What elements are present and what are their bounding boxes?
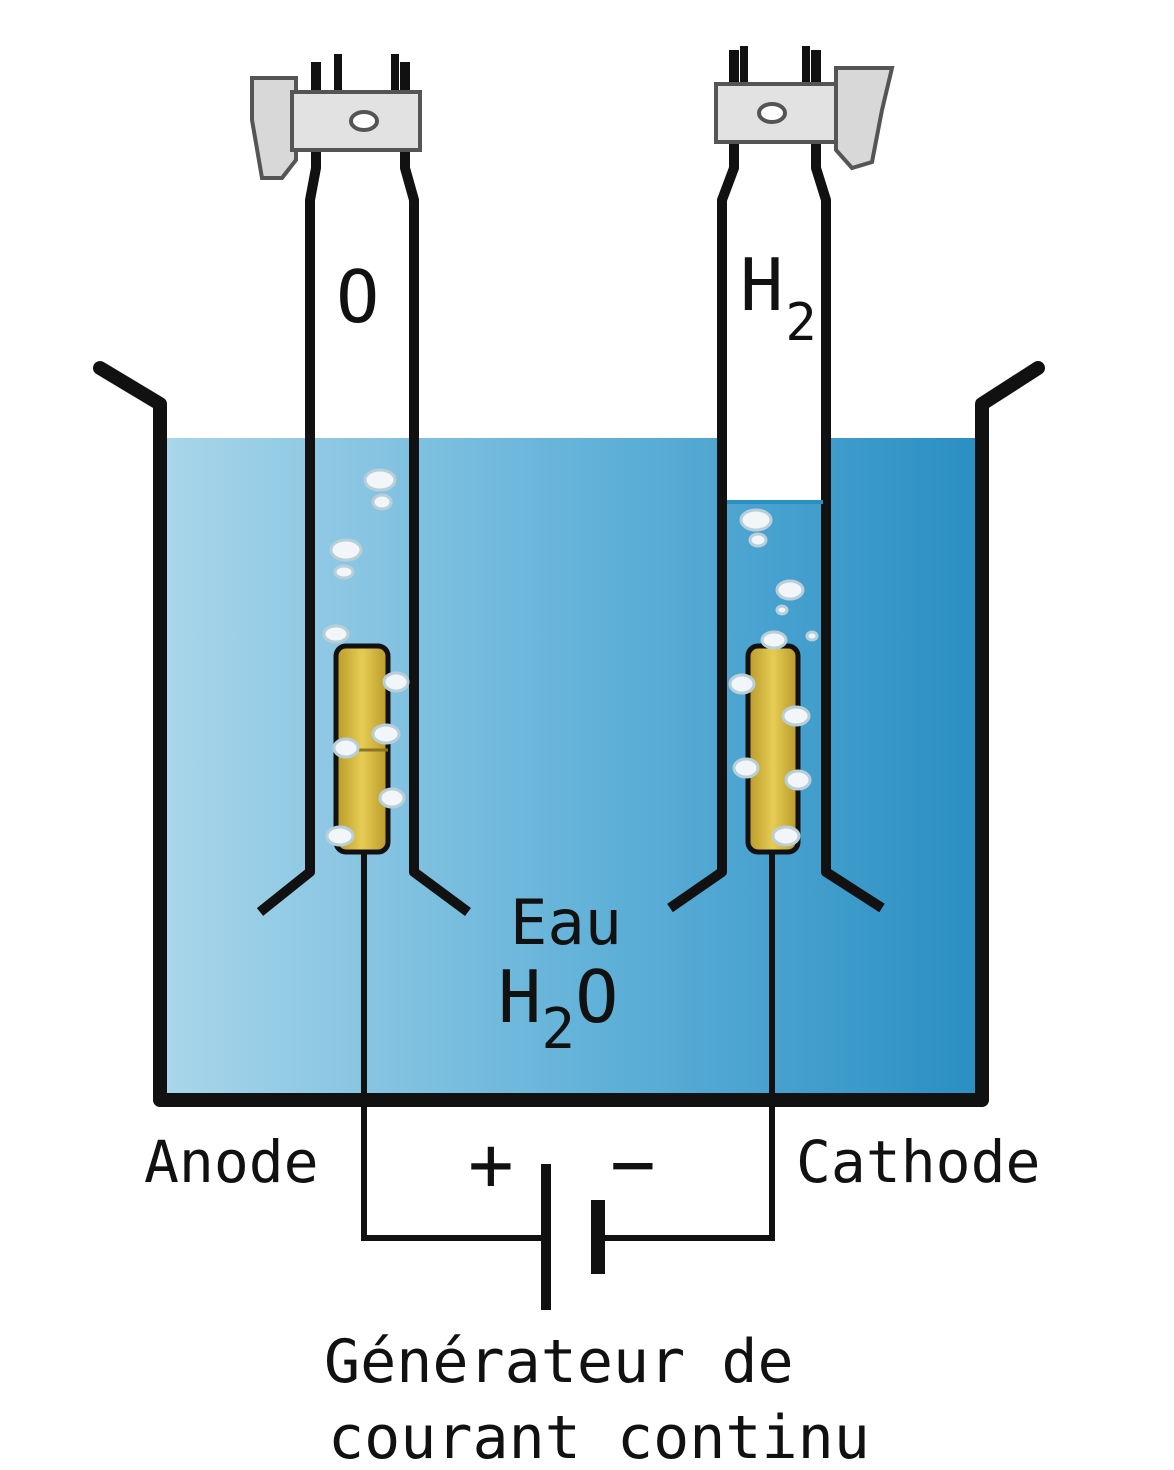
positive-terminal-label: +: [468, 1119, 514, 1208]
water-body: [162, 438, 976, 1098]
water-formula-h: H: [498, 955, 541, 1039]
basin: [93, 361, 1045, 1107]
cathode-gas-label: H2: [740, 243, 817, 353]
cathode-stopcock-icon[interactable]: [714, 66, 895, 171]
water-formula-label: H2O: [498, 955, 618, 1062]
cathode-gas-symbol: H: [740, 243, 783, 327]
water-name-label: Eau: [510, 886, 622, 959]
anode-label: Anode: [144, 1128, 319, 1196]
cathode-gas-space: [727, 438, 823, 500]
water-formula-sub: 2: [541, 997, 575, 1062]
water-formula-o: O: [575, 955, 618, 1039]
generator-label-line2: courant continu: [328, 1403, 870, 1470]
cathode-label: Cathode: [796, 1128, 1040, 1196]
anode-stopcock-icon[interactable]: [250, 76, 422, 180]
generator-label-line1: Générateur de: [324, 1327, 794, 1397]
anode-gas-label: O: [336, 255, 379, 339]
dc-generator-symbol: [541, 1164, 605, 1310]
circuit-wires: [361, 852, 775, 1241]
negative-terminal-label: −: [610, 1119, 656, 1208]
cathode-electrode: [745, 643, 801, 855]
gas-bubbles: [322, 468, 819, 847]
cathode-gas-subscript: 2: [785, 293, 816, 353]
